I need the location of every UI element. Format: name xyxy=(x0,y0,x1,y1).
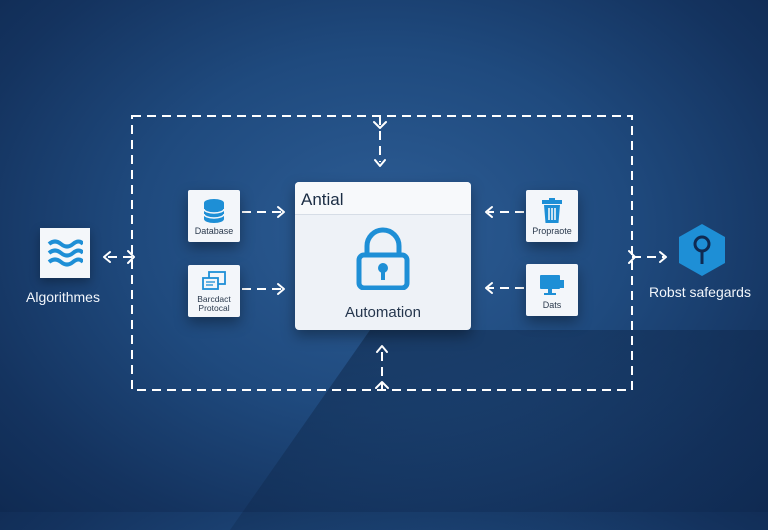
algorithmes-node[interactable] xyxy=(40,228,90,278)
protocol-label: Barcdact Protocal xyxy=(188,295,240,313)
key-hexagon-icon[interactable] xyxy=(676,222,728,283)
database-icon xyxy=(202,198,226,229)
algorithmes-label: Algorithmes xyxy=(26,289,100,305)
automation-card[interactable]: Antial Automation xyxy=(295,182,471,330)
card-caption: Automation xyxy=(345,304,421,321)
trash-bin-icon xyxy=(540,198,564,229)
top-arrowhead xyxy=(374,159,386,167)
chat-windows-icon xyxy=(201,271,227,298)
card-title: Antial xyxy=(301,190,344,209)
database-node[interactable]: Database xyxy=(188,190,240,242)
database-arrowhead xyxy=(277,206,285,218)
dats-label: Dats xyxy=(542,300,562,310)
bottom-fork-marker xyxy=(375,381,389,389)
connector-lines xyxy=(0,0,768,512)
protocol-node[interactable]: Barcdact Protocal xyxy=(188,265,240,317)
propraote-arrowhead xyxy=(485,206,493,218)
left-fork-marker xyxy=(127,250,135,264)
propraote-label: Propraote xyxy=(532,226,572,236)
database-label: Database xyxy=(194,226,234,236)
top-fork-marker xyxy=(373,121,387,129)
right-out-arrowhead xyxy=(659,251,667,263)
monitor-icon xyxy=(539,274,565,301)
right-fork-marker xyxy=(628,250,636,264)
bottom-arrowhead xyxy=(376,345,388,353)
propraote-node[interactable]: Propraote xyxy=(526,190,578,242)
protocol-arrowhead xyxy=(277,283,285,295)
waves-icon xyxy=(47,238,85,273)
protocol-label-line1: Barcdact xyxy=(197,294,231,304)
robst-safegards-label: Robst safegards xyxy=(649,284,751,300)
dats-node[interactable]: Dats xyxy=(526,264,578,316)
left-out-arrowhead xyxy=(103,251,111,263)
card-titlebar xyxy=(295,182,471,215)
dats-arrowhead xyxy=(485,282,493,294)
protocol-label-line2: Protocal xyxy=(198,303,230,313)
padlock-icon xyxy=(353,226,413,295)
